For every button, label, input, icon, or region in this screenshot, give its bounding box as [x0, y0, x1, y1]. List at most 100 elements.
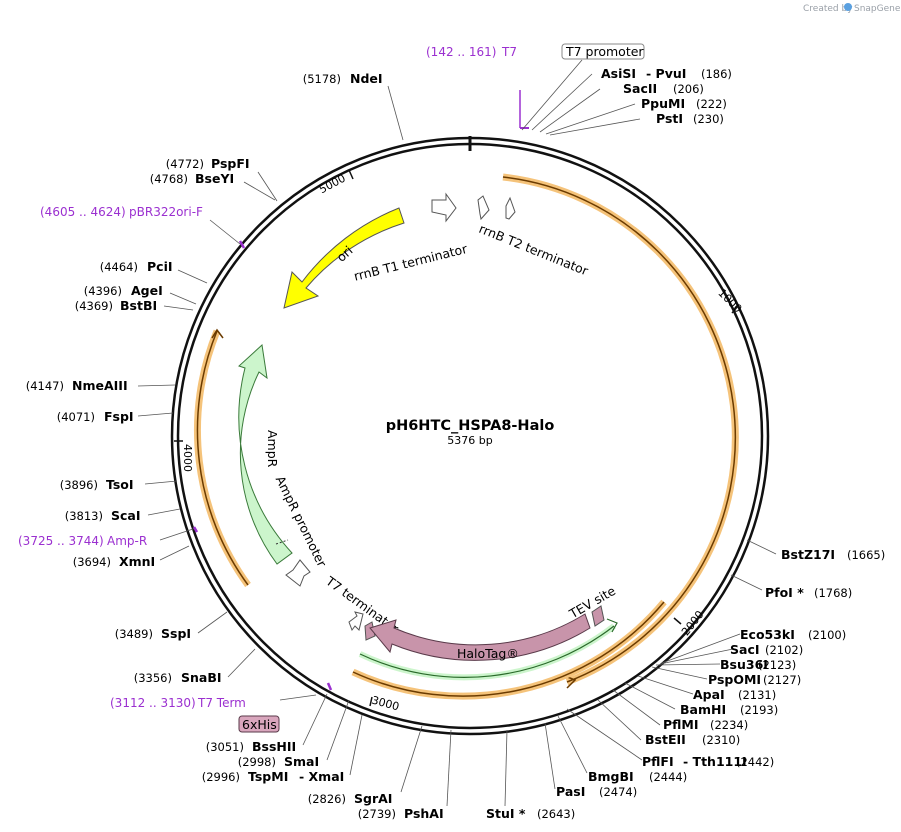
enzyme-pflmi-name: PflMI [663, 717, 699, 732]
enzyme-ppumi-name: PpuMI [641, 96, 685, 111]
enzyme-sspi-name: SspI [161, 626, 191, 641]
enzyme-nmeaiii-position: (4147) [26, 379, 64, 393]
leader-lines [137, 59, 777, 807]
enzyme-ndei-name: NdeI [350, 71, 383, 86]
enzyme-stui-name: StuI * [486, 806, 526, 821]
t7-promoter-box[interactable]: T7 promoter [561, 43, 645, 60]
enzyme-pfoi-position: (1768) [814, 586, 852, 600]
enzyme-tspmi-position: (2996) [202, 770, 240, 784]
rrnb-t2-terminator-arrow-2[interactable] [505, 196, 516, 220]
enzyme-sspi-position: (3489) [115, 627, 153, 641]
enzyme-snabi-position: (3356) [134, 671, 172, 685]
enzyme-smai-position: (2998) [238, 755, 276, 769]
enzyme-sacii-position: (206) [673, 82, 704, 96]
enzyme-sacii-name: SacII [623, 81, 657, 96]
enzyme-sgrai-position: (2826) [308, 792, 346, 806]
enzyme-xmai-name: - XmaI [299, 769, 344, 784]
enzyme-pasi-position: (2474) [599, 785, 637, 799]
enzyme-tspmi-name: TspMI [248, 769, 288, 784]
enzyme-pfoi-name: PfoI * [765, 585, 804, 600]
enzyme-bamhi-position: (2193) [740, 703, 778, 717]
enzyme-ppumi-position: (222) [696, 97, 727, 111]
t7-terminator-arrow[interactable] [348, 611, 364, 632]
svg-text:4000: 4000 [181, 444, 194, 472]
enzyme-pspfi-name: PspFI [211, 156, 250, 171]
enzyme-asisi-name: AsiSI [601, 66, 636, 81]
enzyme-bsshii-name: BssHII [252, 739, 296, 754]
enzyme-bstbi-name: BstBI [120, 298, 157, 313]
svg-text:5000: 5000 [317, 172, 348, 197]
primer-t7term-name: T7 Term [197, 696, 246, 710]
enzyme-pvui-name: - PvuI [646, 66, 686, 81]
orf-arc-ampr [194, 328, 251, 588]
enzyme-eco53ki-name: Eco53kI [740, 627, 795, 642]
enzyme-agei-position: (4396) [84, 284, 122, 298]
enzyme-pflmi-position: (2234) [710, 718, 748, 732]
ampr-promoter-arrow[interactable] [285, 559, 311, 587]
enzyme-pcii-position: (4464) [100, 260, 138, 274]
snapgene-logo-icon [844, 3, 852, 11]
enzyme-bmgbi-position: (2444) [649, 770, 687, 784]
enzyme-fspi-position: (4071) [57, 410, 95, 424]
scale-tick-4000: 4000 [174, 440, 194, 472]
svg-text:6xHis: 6xHis [242, 717, 277, 732]
enzyme-xmni-position: (3694) [73, 555, 111, 569]
ampr-label: AmpR [265, 430, 280, 468]
enzyme-pshai-position: (2739) [358, 807, 396, 821]
enzyme-bseyi-name: BseYI [195, 171, 234, 186]
enzyme-snabi-name: SnaBI [181, 670, 222, 685]
enzyme-saci-name: SacI [730, 642, 760, 657]
enzyme-scai-position: (3813) [65, 509, 103, 523]
enzyme-scai-name: ScaI [111, 508, 141, 523]
enzyme-tsoi-position: (3896) [60, 478, 98, 492]
enzyme-xmni-name: XmnI [119, 554, 155, 569]
enzyme-bstz17i-position: (1665) [847, 548, 885, 562]
enzyme-nmeaiii-name: NmeAIII [72, 378, 128, 393]
enzyme-bmgbi-name: BmgBI [588, 769, 634, 784]
enzyme-pcii-name: PciI [147, 259, 173, 274]
tev-site-arrow[interactable] [591, 605, 605, 627]
orf-arc-halo [351, 599, 667, 700]
enzyme-tsoi-name: TsoI [106, 477, 134, 492]
t7-terminator-small-feature[interactable] [364, 621, 376, 641]
primer-t7-range: (142 .. 161) [426, 45, 496, 59]
enzyme-stui-position: (2643) [537, 807, 575, 821]
enzyme-pasi-name: PasI [556, 784, 585, 799]
enzyme-psti-position: (230) [693, 112, 724, 126]
enzyme-bsteii-position: (2310) [702, 733, 740, 747]
enzyme-apai-position: (2131) [738, 688, 776, 702]
primer-pbr322orif-range: (4605 .. 4624) [40, 205, 126, 219]
enzyme-psti-name: PstI [656, 111, 683, 126]
enzyme-pspomi-position: (2127) [763, 673, 801, 687]
ori-arrow[interactable] [283, 207, 405, 309]
brand-text: SnapGene [854, 4, 901, 14]
enzyme-asisi-position: (186) [701, 67, 732, 81]
primer-pbr322orif-name: pBR322ori-F [129, 205, 203, 219]
rrnb-t1-terminator-arrow[interactable] [431, 192, 457, 223]
halotag-arrow[interactable] [369, 613, 591, 661]
plasmid-length: 5376 bp [447, 434, 492, 447]
enzyme-sgrai-name: SgrAI [354, 791, 392, 806]
ampr-arrow[interactable] [238, 343, 293, 565]
enzyme-apai-name: ApaI [693, 687, 725, 702]
enzyme-bstz17i-name: BstZ17I [781, 547, 835, 562]
his-halo-arc [358, 618, 618, 681]
6xhis-box[interactable]: 6xHis [238, 715, 280, 733]
enzyme-pspfi-position: (4772) [166, 157, 204, 171]
enzyme-bamhi-name: BamHI [680, 702, 726, 717]
rrnb-t2-terminator-arrow-1[interactable] [477, 195, 490, 221]
enzyme-primer-labels: (5178)NdeI(186)AsiSI- PvuI(206)SacII(222… [18, 45, 885, 821]
enzyme-pflfi-position: (2442) [736, 755, 774, 769]
scale-tick-3000: 3000 [369, 694, 401, 714]
enzyme-bsteii-name: BstEII [645, 732, 686, 747]
enzyme-tth111i-name: - Tth111I [683, 754, 747, 769]
enzyme-bsu36i-position: (2123) [758, 658, 796, 672]
enzyme-bsshii-position: (3051) [206, 740, 244, 754]
svg-text:T7 promoter: T7 promoter [565, 44, 644, 59]
enzyme-pshai-name: PshAI [404, 806, 444, 821]
enzyme-eco53ki-position: (2100) [808, 628, 846, 642]
credit-text: Created by [803, 4, 853, 14]
svg-text:3000: 3000 [370, 694, 400, 714]
enzyme-smai-name: SmaI [284, 754, 319, 769]
